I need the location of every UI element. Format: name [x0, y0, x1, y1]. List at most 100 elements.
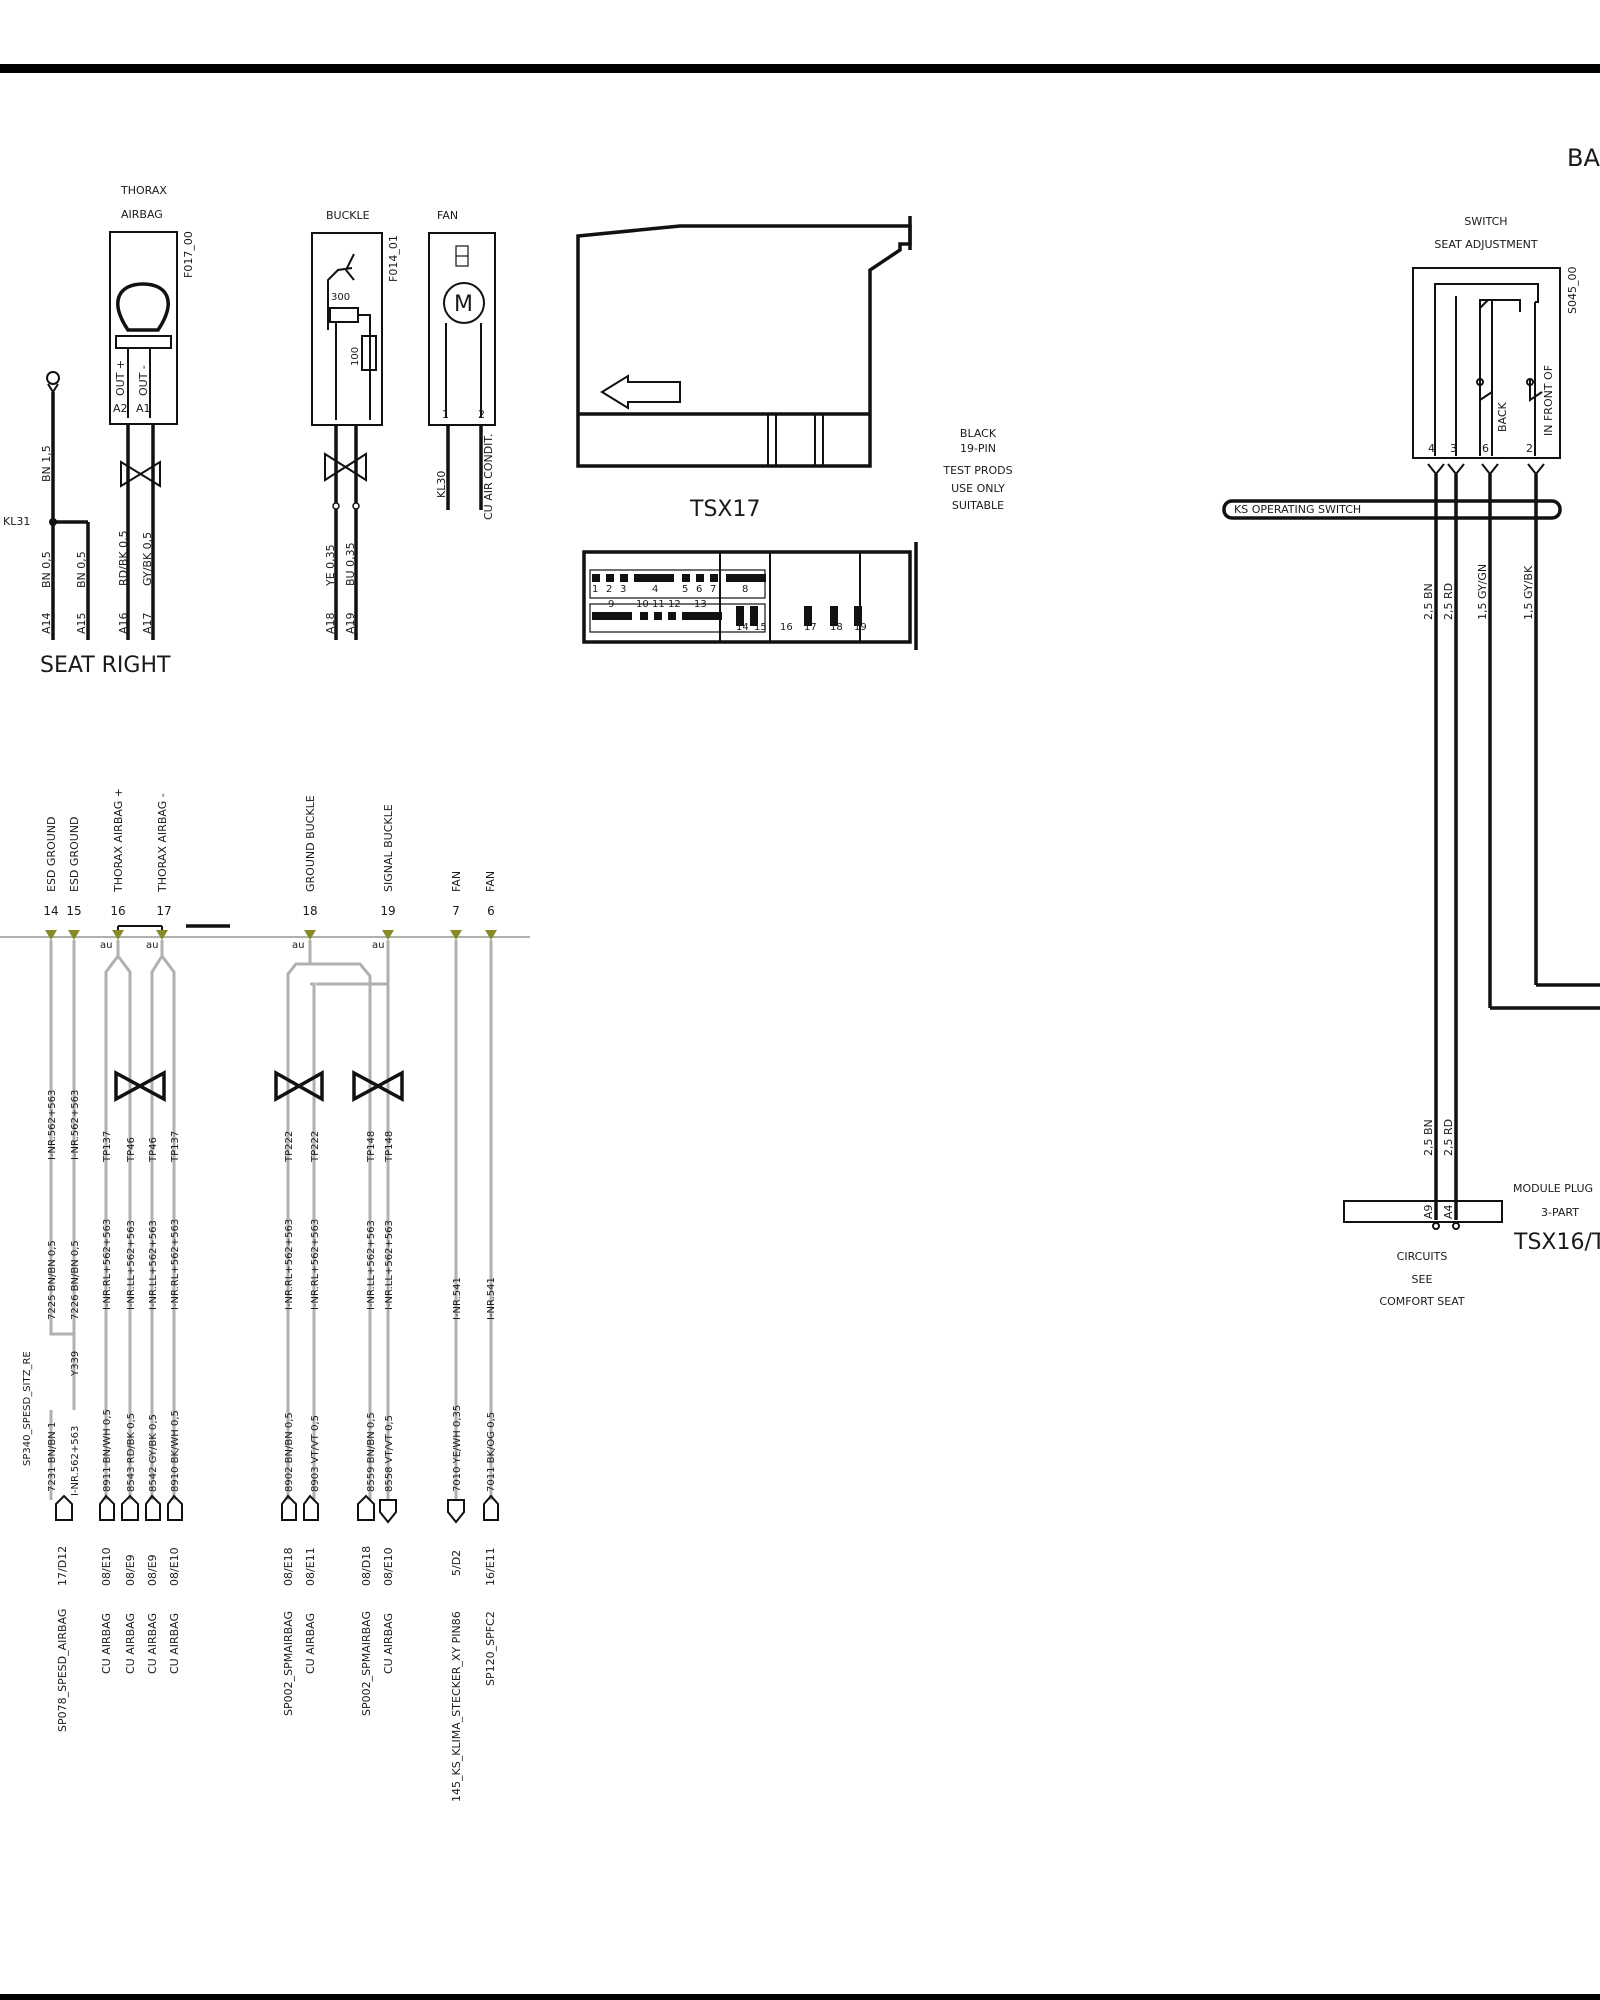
svg-text:3: 3	[620, 584, 626, 595]
svg-text:9: 9	[608, 599, 614, 610]
lower-harness: au au au au	[45, 930, 499, 1524]
svg-text:I-NR.LL+562+563: I-NR.LL+562+563	[126, 1220, 137, 1310]
svg-text:CU AIRBAG: CU AIRBAG	[304, 1613, 317, 1674]
svg-text:I-NR.RL+562+563: I-NR.RL+562+563	[310, 1219, 321, 1310]
bottom-border-bar	[0, 1994, 1600, 2000]
svg-text:TP222: TP222	[310, 1131, 321, 1163]
fan-motor-icon	[443, 282, 485, 324]
svg-text:AIRBAG: AIRBAG	[121, 208, 163, 221]
svg-text:19-PIN: 19-PIN	[960, 442, 996, 455]
svg-text:8: 8	[742, 584, 748, 595]
svg-text:7: 7	[452, 904, 460, 918]
svg-text:A14: A14	[40, 612, 53, 634]
svg-text:1,5 GY/BK: 1,5 GY/BK	[1522, 565, 1535, 620]
svg-text:SP002_SPMAIRBAG: SP002_SPMAIRBAG	[360, 1611, 373, 1716]
svg-text:1: 1	[442, 408, 449, 421]
svg-text:TP222: TP222	[284, 1131, 295, 1163]
svg-text:TP137: TP137	[102, 1131, 113, 1163]
svg-text:7011 BK/OG 0,5: 7011 BK/OG 0,5	[486, 1412, 497, 1492]
svg-text:08/E11: 08/E11	[304, 1547, 317, 1586]
svg-text:COMFORT SEAT: COMFORT SEAT	[1379, 1295, 1464, 1308]
func-label: ESD GROUND	[45, 817, 58, 892]
svg-text:16: 16	[780, 622, 793, 633]
svg-text:17: 17	[156, 904, 171, 918]
svg-text:BN 0,5: BN 0,5	[40, 551, 53, 588]
harness-labels: ESD GROUND ESD GROUND THORAX AIRBAG + TH…	[22, 788, 497, 1802]
svg-text:THORAX: THORAX	[120, 184, 167, 197]
svg-text:USE ONLY: USE ONLY	[951, 482, 1005, 495]
right-wires: 2,5 BN 2,5 RD 1,5 GY/GN 1,5 GY/BK 2,5 BN…	[1422, 474, 1600, 1220]
svg-text:KS OPERATING SWITCH: KS OPERATING SWITCH	[1234, 503, 1361, 516]
svg-text:BLACK: BLACK	[960, 427, 997, 440]
svg-text:I-NR.LL+562+563: I-NR.LL+562+563	[384, 1220, 395, 1310]
upper-wire-labels: BN 0,5 BN 0,5 RD/BK 0,5 GY/BK 0,5 YE 0,3…	[40, 530, 357, 634]
svg-text:TP46: TP46	[126, 1137, 137, 1163]
func-label: FAN	[484, 871, 497, 892]
seat-ground: BN 1,5 KL31 SEAT RIGHT	[3, 371, 171, 678]
svg-text:8911 BN/WH 0,5: 8911 BN/WH 0,5	[102, 1409, 113, 1492]
func-label: THORAX AIRBAG +	[112, 788, 125, 893]
seat-adjustment-switch: SWITCH SEAT ADJUSTMENT S045_00 BACK IN F…	[1412, 215, 1579, 476]
svg-text:19: 19	[380, 904, 395, 918]
svg-text:08/E18: 08/E18	[282, 1547, 295, 1586]
svg-text:18: 18	[830, 622, 843, 633]
func-label: GROUND BUCKLE	[304, 795, 317, 892]
svg-text:I-NR.541: I-NR.541	[452, 1277, 463, 1320]
svg-text:6: 6	[696, 584, 702, 595]
arrow-left-icon	[600, 374, 681, 410]
svg-text:8542 GY/BK 0,5: 8542 GY/BK 0,5	[148, 1414, 159, 1492]
svg-text:I-NR.541: I-NR.541	[486, 1277, 497, 1320]
svg-text:I-NR.RL+562+563: I-NR.RL+562+563	[170, 1219, 181, 1310]
top-border-bar	[0, 64, 1600, 73]
page-header: BAS	[1567, 144, 1600, 172]
buckle-component: BUCKLE F014_01 300 100	[311, 209, 400, 640]
svg-text:CU AIRBAG: CU AIRBAG	[382, 1613, 395, 1674]
func-label: FAN	[450, 871, 463, 892]
svg-text:100: 100	[350, 347, 361, 366]
svg-text:TP148: TP148	[384, 1131, 395, 1163]
svg-text:Y339: Y339	[70, 1351, 81, 1377]
svg-text:YE 0,35: YE 0,35	[324, 544, 337, 587]
svg-text:A16: A16	[117, 612, 130, 634]
svg-text:au: au	[100, 940, 112, 951]
svg-text:145_KS_KLIMA_STECKER_XY PIN86: 145_KS_KLIMA_STECKER_XY PIN86	[450, 1611, 463, 1802]
svg-text:A4: A4	[1442, 1204, 1455, 1219]
svg-text:I-NR.562+563: I-NR.562+563	[70, 1426, 81, 1496]
svg-text:16: 16	[110, 904, 125, 918]
svg-text:SP120_SPFC2: SP120_SPFC2	[484, 1611, 497, 1686]
svg-text:FAN: FAN	[437, 209, 458, 222]
svg-text:12: 12	[668, 599, 681, 610]
svg-text:5: 5	[682, 584, 688, 595]
svg-text:RD/BK 0,5: RD/BK 0,5	[117, 530, 130, 586]
svg-text:CIRCUITS: CIRCUITS	[1397, 1250, 1448, 1263]
svg-text:A19: A19	[344, 612, 357, 634]
svg-text:SP002_SPMAIRBAG: SP002_SPMAIRBAG	[282, 1611, 295, 1716]
svg-text:18: 18	[302, 904, 317, 918]
svg-text:SWITCH: SWITCH	[1464, 215, 1507, 228]
svg-text:16/E11: 16/E11	[484, 1547, 497, 1586]
svg-text:SP340_SPESD_SITZ_RE: SP340_SPESD_SITZ_RE	[22, 1351, 33, 1466]
svg-text:SEE: SEE	[1412, 1273, 1433, 1286]
svg-text:I-NR.562+563: I-NR.562+563	[47, 1090, 58, 1160]
svg-text:2: 2	[478, 408, 485, 421]
svg-text:5/D2: 5/D2	[450, 1550, 463, 1576]
thorax-airbag: THORAX AIRBAG F017_00 OUT + OUT - A2 A1	[109, 184, 195, 640]
tsx17-connector: TSX17 1 2 3 4 5 6 7 8 9 10	[576, 216, 1013, 650]
svg-text:I-NR.RL+562+563: I-NR.RL+562+563	[102, 1219, 113, 1310]
svg-text:3-PART: 3-PART	[1541, 1206, 1579, 1219]
svg-text:2,5 RD: 2,5 RD	[1442, 583, 1455, 620]
svg-text:11: 11	[652, 599, 665, 610]
svg-text:TSX16/T: TSX16/T	[1513, 1230, 1600, 1255]
svg-text:SEAT ADJUSTMENT: SEAT ADJUSTMENT	[1434, 238, 1537, 251]
svg-text:7231 BN/BN 1: 7231 BN/BN 1	[47, 1422, 58, 1492]
fan-component: FAN M 1 2 KL30 CU AIR CONDIT.	[428, 209, 496, 520]
svg-text:2,5 RD: 2,5 RD	[1442, 1119, 1455, 1156]
tsx17-title: TSX17	[689, 497, 760, 522]
svg-text:au: au	[292, 940, 304, 951]
svg-text:7010 YE/WH 0,35: 7010 YE/WH 0,35	[452, 1405, 463, 1492]
svg-text:I-NR.LL+562+563: I-NR.LL+562+563	[148, 1220, 159, 1310]
svg-text:I-NR.RL+562+563: I-NR.RL+562+563	[284, 1219, 295, 1310]
svg-text:A1: A1	[136, 402, 151, 415]
svg-text:MODULE PLUG: MODULE PLUG	[1513, 1182, 1593, 1195]
